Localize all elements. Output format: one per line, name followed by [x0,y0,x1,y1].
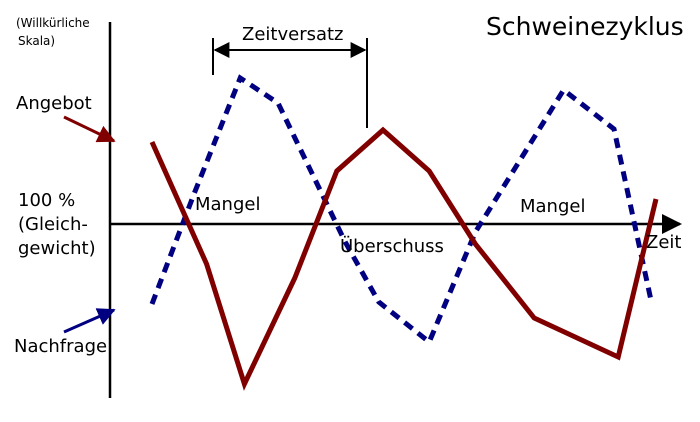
shortage-label-1: Mangel [195,194,260,215]
supply-label: Angebot [16,93,92,114]
scale-note-line-2: Skala) [18,34,55,48]
shortage-label-2: Mangel [520,196,585,217]
scale-note-line-1: (Willkürliche [16,16,90,30]
supply-pointer-arrow [63,115,116,143]
equilibrium-label-line-3: gewicht) [18,238,96,259]
equilibrium-label-line-1: 100 % [18,190,75,211]
demand-series-line [149,74,655,347]
surplus-label: Überschuss [340,235,444,257]
equilibrium-label-line-2: (Gleich- [18,214,88,235]
demand-pointer-arrow [63,308,116,334]
supply-series-line [149,126,659,391]
demand-label: Nachfrage [14,336,107,357]
time-lag-label: Zeitversatz [242,24,344,45]
time-axis-label: Zeit [646,232,681,253]
diagram-title: Schweinezyklus [486,12,684,41]
